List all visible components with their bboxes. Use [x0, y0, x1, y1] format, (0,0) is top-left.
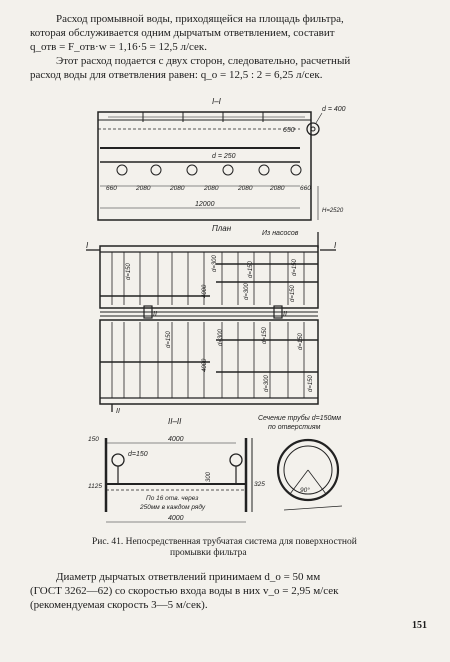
- label-d150: d=150: [166, 330, 172, 348]
- section-note-1: Сечение трубы d=150мм: [258, 414, 341, 422]
- label-d150: d=150: [248, 260, 254, 278]
- plan-upper-bay: [99, 245, 319, 309]
- branch-pipe: [222, 164, 234, 176]
- dim-4000: 4000: [202, 358, 208, 372]
- mark-II-bottom: II: [116, 408, 120, 415]
- branch-pipe: [116, 164, 128, 176]
- dim-4000: 4000: [202, 284, 208, 298]
- label-d300: d=300: [218, 328, 224, 346]
- dim-value: 660: [300, 185, 311, 192]
- plan-view: План Из насосов I I II II: [86, 224, 337, 415]
- dim-top: 4000: [168, 436, 184, 443]
- branch-pipe: [186, 164, 198, 176]
- dim-value: 2080: [237, 185, 253, 192]
- plan-title: План: [212, 224, 232, 233]
- dim-total: 12000: [195, 201, 215, 208]
- branch-pipe: [258, 164, 270, 176]
- closing-paragraph: Диаметр дырчатых ответвлений принимаем d…: [30, 570, 435, 612]
- holes-note-2: 250мм в каждом ряду: [139, 503, 206, 511]
- label-d150: d=150: [128, 451, 148, 458]
- pipe-wall-outer: [276, 438, 340, 502]
- section-1-1: I–I d = 400 650 d = 250 660 2080 2080: [97, 97, 346, 221]
- pipe-cross-section: Сечение трубы d=150мм по отверстиям 90°: [258, 414, 343, 511]
- section-1-title: I–I: [212, 97, 222, 106]
- label-d300: d=300: [212, 254, 218, 272]
- text-line: (ГОСТ 3262—62) со скоростью входа воды в…: [30, 585, 339, 597]
- caption-line: промывки фильтра: [170, 548, 247, 558]
- dim-left: 150: [88, 436, 99, 443]
- fitting: [143, 305, 153, 319]
- mark-I-right: I: [334, 241, 337, 250]
- dim-bottom: 4000: [168, 515, 184, 522]
- pipe-d400-inner: [310, 126, 316, 132]
- text-line: расход воды для ответвления равен: q_о =…: [30, 69, 323, 81]
- text-line: q_отв = F_отв·w = 1,16·5 = 12,5 л/сек.: [30, 41, 207, 53]
- ground-line: [283, 505, 343, 511]
- leader: [315, 112, 323, 124]
- label-d150: d=150: [262, 326, 268, 344]
- level-1125: 1125: [88, 483, 102, 490]
- label-height: H=2520: [322, 208, 344, 214]
- label-d150: d=150: [308, 374, 314, 392]
- label-d150: d=150: [292, 258, 298, 276]
- intro-paragraph: Расход промывной воды, приходящейся на п…: [30, 12, 430, 82]
- mark-II: II: [283, 311, 287, 318]
- hole-axis: [289, 469, 309, 495]
- page-number: 151: [412, 620, 427, 631]
- fitting: [273, 305, 283, 319]
- label-d250: d = 250: [212, 153, 236, 160]
- branch-pipe: [150, 164, 162, 176]
- upper-branches: [111, 252, 305, 305]
- label-d150: d=150: [290, 284, 296, 302]
- text-line: Диаметр дырчатых ответвлений принимаем d…: [56, 571, 321, 583]
- label-650: 650: [283, 127, 295, 134]
- branch-pipe: [290, 164, 302, 176]
- lower-branches: [111, 322, 305, 398]
- mark-I-left: I: [86, 241, 89, 250]
- label-d150: d=150: [126, 262, 132, 280]
- figure-caption: Рис. 41. Непосредственная трубчатая сист…: [92, 537, 392, 559]
- pipe-wall-inner: [283, 445, 333, 495]
- pipe-d150: [111, 453, 125, 467]
- section-note-2: по отверстиям: [268, 424, 321, 431]
- label-d400: d = 400: [322, 106, 346, 113]
- pipe-d400: [306, 122, 320, 136]
- dim-value: 660: [106, 185, 117, 192]
- text-line: Расход промывной воды, приходящейся на п…: [56, 13, 344, 25]
- text-line: Этот расход подается с двух сторон, след…: [56, 55, 351, 67]
- caption-line: Рис. 41. Непосредственная трубчатая сист…: [92, 537, 357, 547]
- section-2-2: II–II 4000 d=150 150 300 1125 325 По 16 …: [88, 417, 265, 523]
- dim-value: 2080: [169, 185, 185, 192]
- text-line: (рекомендуемая скорость 3—5 м/сек).: [30, 599, 208, 611]
- dim-value: 2080: [203, 185, 219, 192]
- plan-note: Из насосов: [262, 230, 299, 237]
- dim-325: 325: [254, 481, 265, 488]
- label-d300: d=300: [244, 282, 250, 300]
- tank-outline: [97, 111, 312, 221]
- angle-90: 90°: [300, 486, 310, 494]
- holes-note-1: По 16 отв. через: [146, 495, 198, 502]
- dim-value: 2080: [135, 185, 151, 192]
- section-2-title: II–II: [168, 417, 182, 426]
- label-d150: d=150: [298, 332, 304, 350]
- mark-II: II: [153, 311, 157, 318]
- level-300: 300: [206, 471, 212, 482]
- pipe-d150: [229, 453, 243, 467]
- text-line: которая обслуживается одним дырчатым отв…: [30, 27, 335, 39]
- dim-value: 2080: [269, 185, 285, 192]
- hole-axis: [307, 469, 327, 495]
- label-d300: d=300: [264, 374, 270, 392]
